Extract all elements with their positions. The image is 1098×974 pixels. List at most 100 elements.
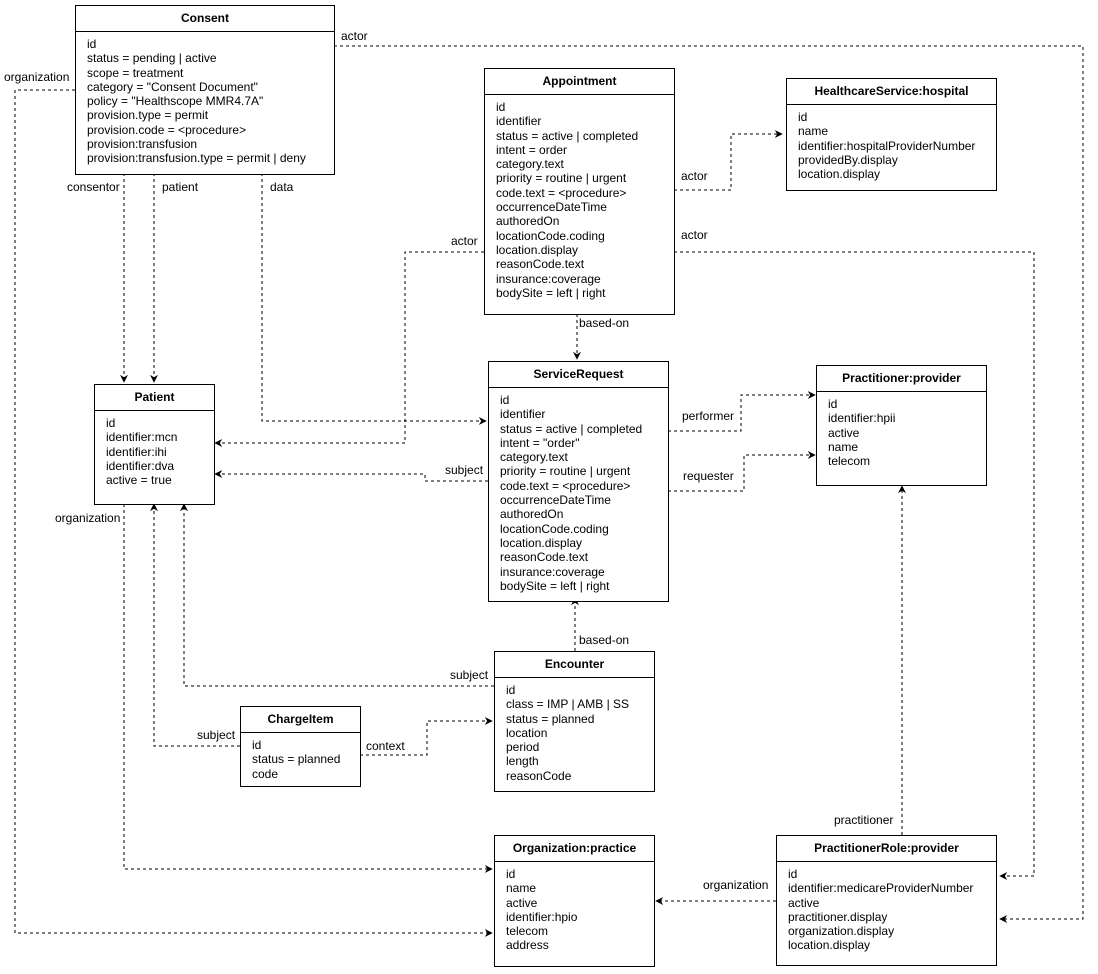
entity-title: Patient [95, 385, 214, 411]
edge-label-appointment-based-on: based-on [579, 316, 630, 330]
entity-field: active [828, 425, 860, 440]
edge-appointment-actor-hospital [674, 130, 783, 191]
entity-title: Practitioner:provider [817, 366, 986, 392]
entity-field: priority = routine | urgent [500, 464, 631, 479]
entity-field: scope = treatment [87, 65, 184, 80]
entity-field: status = planned [506, 711, 595, 726]
entity-field: identifier:dva [106, 458, 175, 473]
entity-field: id [496, 100, 506, 114]
entity-field: identifier:ihi [106, 444, 167, 459]
entity-field: status = planned [252, 752, 341, 767]
entity-field: provision:transfusion [87, 137, 198, 152]
edge-label-sr-performer: performer [682, 409, 735, 423]
entity-field: identifier:hpio [506, 909, 578, 924]
entity-field: telecom [506, 924, 549, 939]
entity-field: class = IMP | AMB | SS [506, 697, 630, 712]
entity-title: HealthcareService:hospital [787, 79, 996, 105]
entity-field: authoredOn [496, 214, 560, 229]
edge-label-patient-organization: organization [55, 511, 121, 525]
edge-label-appointment-actor-patient: actor [451, 234, 478, 248]
edge-label-consent-organization: organization [4, 70, 70, 84]
entity-title: Encounter [495, 652, 654, 678]
entity-field: intent = order [496, 142, 568, 157]
edge-label-sr-subject: subject [445, 463, 484, 477]
edge-label-encounter-based-on: based-on [579, 633, 630, 647]
entity-title: Organization:practice [495, 836, 654, 862]
entity-field: id [106, 416, 116, 430]
edge-label-role-practitioner: practitioner [834, 813, 894, 827]
edge-consent-actor [334, 45, 1084, 923]
entity-field: name [506, 881, 537, 896]
entity-field: bodySite = left | right [496, 285, 606, 300]
entity-field: status = active | completed [500, 421, 643, 436]
edge-label-chargeitem-context: context [366, 739, 405, 753]
edge-encounter-subject [180, 503, 494, 687]
edge-appointment-actor-role [674, 251, 1035, 880]
entity-title: Appointment [485, 69, 674, 95]
entity-field: practitioner.display [788, 909, 888, 924]
edge-label-consent-data: data [270, 180, 294, 194]
edge-chargeitem-context [360, 717, 493, 756]
entity-field: insurance:coverage [496, 271, 601, 286]
entity-field: active = true [106, 473, 172, 488]
entity-field: identifier:hpii [828, 411, 896, 426]
edge-label-consent-consentor: consentor [67, 180, 120, 194]
entity-field: name [798, 124, 829, 139]
entity-field: id [506, 683, 516, 697]
edge-label-consent-patient: patient [162, 180, 199, 194]
entity-title: ChargeItem [241, 707, 360, 733]
entity-field: category = "Consent Document" [87, 79, 258, 94]
entity-field: name [828, 439, 859, 454]
edge-chargeitem-subject [150, 503, 240, 747]
edge-consent-data [261, 173, 487, 425]
edge-patient-organization [123, 504, 493, 873]
entity-field: location.display [798, 167, 881, 182]
entity-field: address [506, 938, 549, 953]
entity-field: code.text = <procedure> [496, 185, 627, 200]
entity-field: category.text [496, 157, 564, 172]
edge-label-consent-actor: actor [341, 29, 368, 43]
entity-field: provision.type = permit [87, 108, 209, 123]
entity-field: authoredOn [500, 507, 564, 522]
entity-field: reasonCode.text [496, 257, 585, 272]
entity-field: bodySite = left | right [500, 578, 610, 593]
entity-field: identifier [496, 114, 542, 129]
entity-field: location [506, 725, 548, 740]
entity-field: location.display [496, 242, 579, 257]
entity-field: provision.code = <procedure> [87, 122, 247, 137]
entity-field: location.display [500, 535, 583, 550]
entity-field: location.display [788, 938, 871, 953]
entity-title: ServiceRequest [489, 362, 668, 388]
entity-field: id [87, 37, 97, 51]
edge-sr-requester [668, 451, 816, 492]
entity-field: status = active | completed [496, 128, 639, 143]
entity-field: priority = routine | urgent [496, 171, 627, 186]
entity-field: identifier:medicareProviderNumber [788, 881, 974, 896]
entity-field: organization.display [788, 924, 895, 939]
edge-appointment-actor-patient [214, 251, 484, 447]
entity-field: id [788, 867, 798, 881]
edge-sr-subject [214, 470, 488, 482]
entity-field: status = pending | active [87, 51, 217, 66]
entity-field: identifier:hospitalProviderNumber [798, 138, 976, 153]
entity-field: occurrenceDateTime [496, 200, 607, 215]
entity-field: id [252, 738, 262, 752]
entity-field: category.text [500, 450, 568, 465]
